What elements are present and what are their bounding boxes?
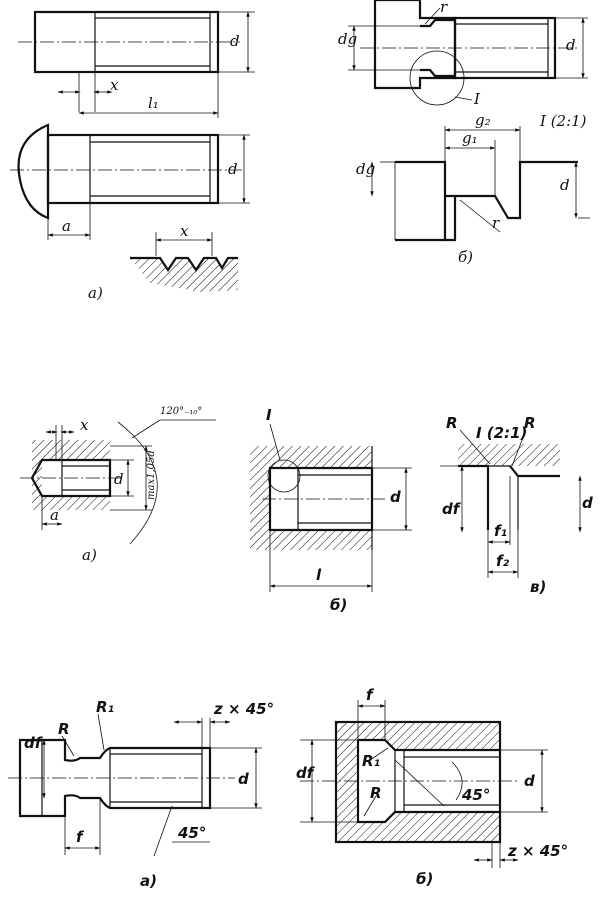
caption-fig2c: в): [530, 578, 546, 596]
label-R1: R₁: [362, 752, 380, 770]
label-df: df: [296, 764, 316, 782]
caption-fig3b: б): [416, 870, 433, 888]
fig1a-bolt-runout: d x l₁: [18, 10, 255, 118]
label-f1: f₁: [494, 522, 507, 540]
caption-fig2a: а): [82, 546, 97, 564]
label-g1: g₁: [462, 129, 478, 147]
label-d: d: [560, 176, 570, 194]
fig1b-detail: I (2:1) dg g₂ g₁ d r: [356, 111, 590, 242]
label-a: a: [62, 217, 71, 235]
fig3a-shaft-undercut: df R R₁ f d z × 45° 45°: [8, 698, 274, 857]
label-x: x: [110, 76, 119, 94]
label-dg: dg: [356, 160, 375, 178]
label-d: d: [566, 36, 576, 54]
label-R: R: [370, 784, 382, 802]
fig2c-detail: I (2:1) df d R R f₁ f₂: [440, 414, 593, 578]
label-d: d: [582, 494, 593, 512]
label-detail-I: I: [266, 406, 272, 424]
label-r: r: [492, 214, 500, 232]
label-d: d: [230, 32, 240, 50]
fig2a-tapped-hole: x a d max1,05d 120°₋₁₀°: [20, 406, 216, 545]
label-angle-45: 45°: [177, 824, 206, 842]
label-detail-I: I: [473, 90, 481, 108]
fig1b-groove-shaft: dg d r I: [338, 0, 588, 108]
label-f2: f₂: [496, 552, 510, 570]
label-df: df: [24, 734, 44, 752]
caption-fig1a: а): [88, 284, 103, 302]
label-d: d: [238, 770, 249, 788]
label-f: f: [76, 828, 85, 846]
label-angle-120: 120°₋₁₀°: [160, 406, 202, 417]
fig1a-thread-profile: x: [130, 222, 238, 292]
label-z45: z × 45°: [213, 700, 274, 718]
label-detail-scale: I (2:1): [476, 424, 527, 442]
label-d: d: [114, 470, 124, 488]
label-dg: dg: [338, 30, 357, 48]
label-d: d: [524, 772, 535, 790]
label-angle-45: 45°: [461, 786, 490, 804]
fig3b-bore-undercut: f df d R₁ R 45° z × 45°: [296, 686, 568, 868]
caption-fig2b: б): [330, 596, 347, 614]
label-g2: g₂: [475, 111, 491, 129]
label-x: x: [80, 416, 89, 434]
caption-fig1b: б): [458, 248, 473, 266]
fig1a-bolt-head: d a: [10, 123, 250, 240]
label-r: r: [440, 0, 448, 16]
label-a: a: [50, 506, 59, 524]
label-l1: l₁: [148, 94, 159, 112]
label-R: R: [524, 414, 536, 432]
caption-fig3a: а): [140, 872, 157, 890]
label-d: d: [228, 160, 238, 178]
label-d: d: [390, 488, 401, 506]
label-x: x: [180, 222, 189, 240]
label-max-d: max1,05d: [146, 450, 157, 500]
label-detail-scale: I (2:1): [539, 112, 587, 130]
label-l: l: [316, 566, 322, 584]
label-R1: R₁: [96, 698, 114, 716]
label-R: R: [446, 414, 458, 432]
label-R: R: [58, 720, 70, 738]
label-df: df: [442, 500, 462, 518]
fig2b-hole: I d l: [250, 406, 412, 592]
label-z45: z × 45°: [507, 842, 568, 860]
label-f: f: [366, 686, 375, 704]
